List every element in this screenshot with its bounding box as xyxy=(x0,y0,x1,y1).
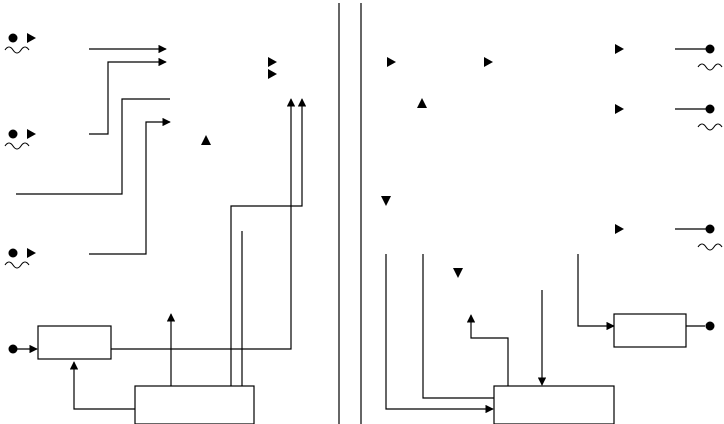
play-arrow-icon xyxy=(268,69,277,79)
left-wires xyxy=(16,44,307,410)
ac-wave-icon xyxy=(4,142,30,150)
block-right-2 xyxy=(493,385,615,424)
block-left-2 xyxy=(134,385,255,424)
ac-wave-icon xyxy=(4,261,30,269)
play-arrow-icon xyxy=(268,57,277,67)
play-arrow-icon xyxy=(615,224,624,234)
ac-source-node-3 xyxy=(4,248,36,269)
down-arrow-icon xyxy=(381,196,391,206)
right-panel xyxy=(381,44,723,424)
play-arrow-icon xyxy=(615,44,624,54)
left-panel xyxy=(4,33,307,424)
source-node-4 xyxy=(8,344,38,354)
play-arrow-icon xyxy=(27,33,36,43)
up-arrow-icon xyxy=(201,135,211,145)
up-arrow-icon xyxy=(417,98,427,108)
ac-output-node-3 xyxy=(675,224,723,251)
ac-wave-icon xyxy=(697,63,723,71)
block-right-1 xyxy=(613,313,687,348)
ac-wave-icon xyxy=(697,243,723,251)
ac-output-node-1 xyxy=(675,44,723,71)
play-arrow-icon xyxy=(27,129,36,139)
play-arrow-icon xyxy=(387,57,396,67)
ac-output-node-2 xyxy=(675,104,723,131)
right-wires xyxy=(385,254,615,414)
play-arrow-icon xyxy=(484,57,493,67)
panel-divider xyxy=(338,3,362,424)
output-node-4 xyxy=(686,321,715,331)
ac-wave-icon xyxy=(697,123,723,131)
play-arrow-icon xyxy=(615,104,624,114)
ac-source-node-1 xyxy=(4,33,36,54)
down-arrow-icon xyxy=(453,268,463,278)
play-arrow-icon xyxy=(27,248,36,258)
ac-source-node-2 xyxy=(4,129,36,150)
ac-wave-icon xyxy=(4,46,30,54)
block-left-1 xyxy=(37,325,112,360)
